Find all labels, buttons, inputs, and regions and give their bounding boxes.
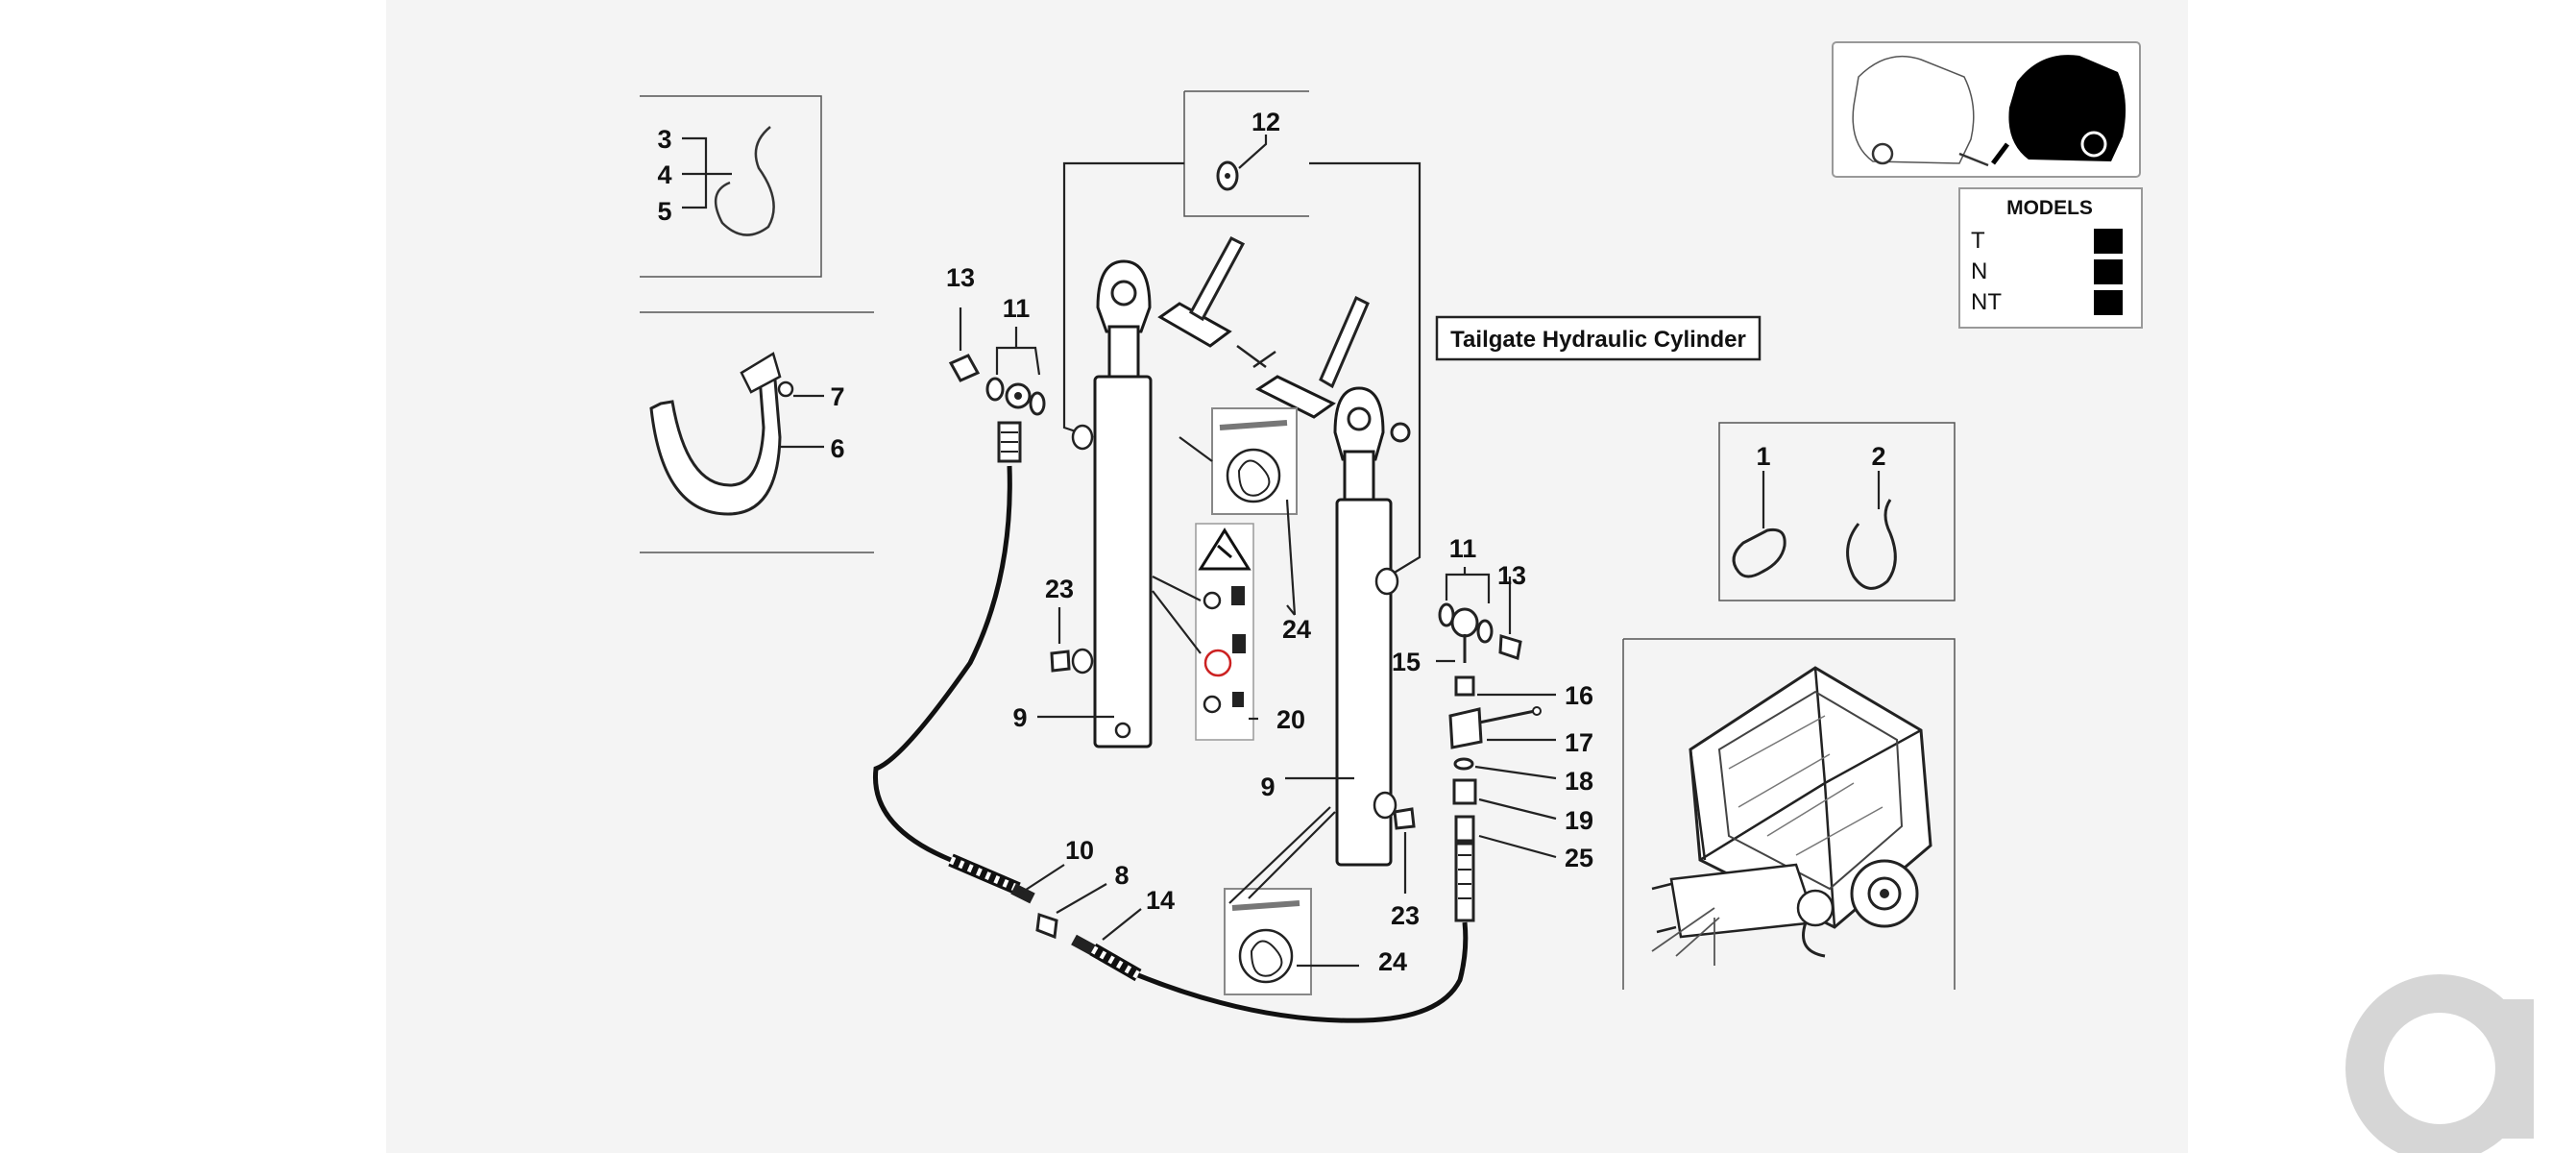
ring-icon: [1846, 499, 1897, 590]
callout-5: 5: [657, 197, 671, 226]
model-nt-label: NT: [1971, 289, 2002, 315]
u-bracket-icon: [649, 355, 782, 516]
callout-7: 7: [830, 382, 844, 411]
callout-16: 16: [1565, 681, 1593, 710]
links-group: 1 2: [1718, 422, 1956, 601]
callout-9-right: 9: [1260, 773, 1275, 801]
callout-25: 25: [1565, 844, 1593, 872]
callout-13-right: 13: [1497, 561, 1526, 590]
warning-decal-strip: [1152, 523, 1258, 741]
snap-ring-icon: [714, 126, 775, 236]
callout-14: 14: [1146, 886, 1175, 915]
clip-icon: [1390, 422, 1411, 443]
callout-11-left: 11: [1003, 294, 1031, 323]
warning-triangle-icon: [1198, 527, 1252, 571]
callout-15: 15: [1392, 648, 1421, 676]
callout-20: 20: [1276, 705, 1305, 734]
model-nt-swatch: [2094, 290, 2123, 315]
baler-overview: [1622, 638, 1956, 990]
callout-6: 6: [830, 434, 844, 463]
watermark-logo: ao: [2345, 974, 2534, 1153]
callout-1: 1: [1756, 442, 1770, 471]
left-fittings: 13 11: [946, 263, 1046, 463]
right-fittings: 11 13 15 16 17 18 19 25: [1392, 534, 1593, 872]
models-heading: MODELS: [2006, 197, 2093, 219]
callout-8: 8: [1114, 861, 1129, 890]
model-n-swatch: [2094, 259, 2123, 284]
callout-3: 3: [657, 125, 671, 154]
left-cylinder: [1071, 259, 1153, 748]
callout-18: 18: [1565, 767, 1593, 796]
callout-19: 19: [1565, 806, 1593, 835]
pin-group: 12: [1062, 90, 1422, 577]
callout-24-bottom: 24: [1378, 947, 1407, 976]
cylinder-callouts: 23 9 24 20 9 23 24 10 8 14: [1012, 575, 1420, 976]
models-legend: MODELS T N NT: [1958, 187, 2143, 329]
callout-24-top: 24: [1282, 615, 1311, 644]
decal-top: [1179, 407, 1298, 616]
callout-12: 12: [1252, 108, 1280, 136]
snap-ring-group: 3 4 5: [640, 95, 822, 278]
bracket-group: 7 6: [640, 311, 874, 553]
callout-2: 2: [1871, 442, 1885, 471]
callout-9-left: 9: [1012, 703, 1027, 732]
hydraulic-hose: [872, 465, 1475, 1023]
baler-silhouettes: [1832, 41, 2141, 178]
callout-23-right: 23: [1391, 901, 1420, 930]
callout-10: 10: [1065, 836, 1094, 865]
callout-17: 17: [1565, 728, 1593, 757]
title-label-box: Tailgate Hydraulic Cylinder: [1435, 315, 1762, 361]
callout-23-left: 23: [1045, 575, 1074, 603]
title-label: Tailgate Hydraulic Cylinder: [1450, 327, 1746, 353]
link-icon: [1732, 527, 1786, 578]
callout-4: 4: [657, 160, 671, 189]
decal-bottom: [1224, 806, 1359, 995]
pins: [1157, 236, 1411, 443]
model-t-label: T: [1971, 228, 1985, 254]
callout-13-left: 13: [946, 263, 975, 292]
model-t-swatch: [2094, 229, 2123, 254]
model-n-label: N: [1971, 258, 1987, 284]
right-cylinder: [1333, 386, 1399, 867]
callout-11-right: 11: [1449, 534, 1477, 563]
